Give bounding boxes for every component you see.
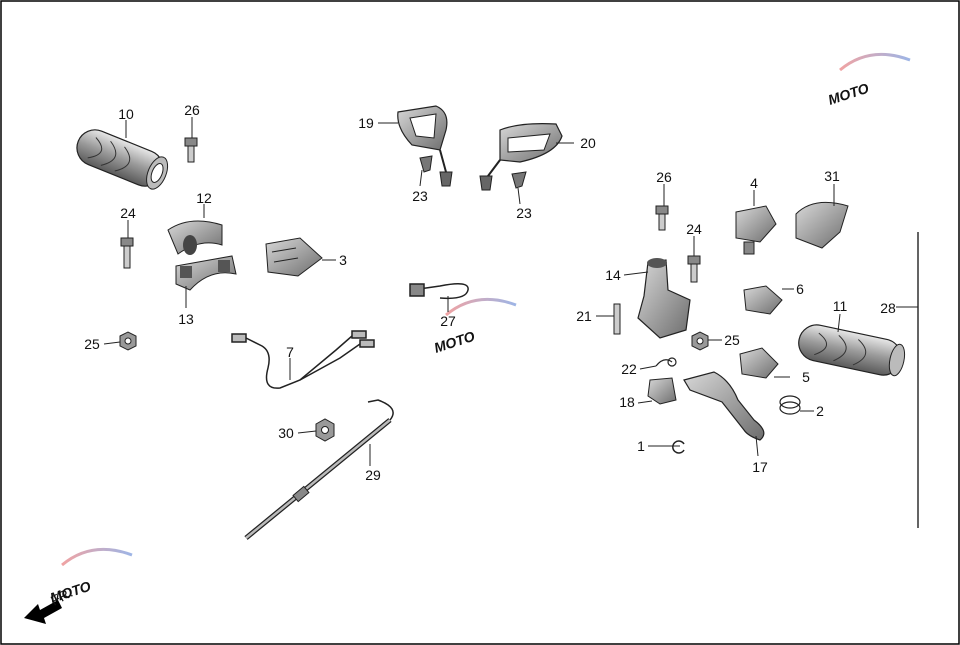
part-bracket-18	[647, 377, 677, 405]
callout-6: 6	[796, 281, 804, 297]
callout-11: 11	[833, 298, 848, 314]
part-bolt-26-left	[184, 137, 198, 163]
callout-25-right: 25	[724, 332, 740, 348]
callout-25-left: 25	[84, 336, 100, 352]
part-clamp-upper	[167, 220, 223, 255]
part-mirror-right	[479, 123, 563, 191]
callout-24-left: 24	[120, 205, 136, 221]
part-nut-25-left	[119, 331, 137, 351]
part-switch-4	[735, 205, 777, 255]
callout-26-right: 26	[656, 169, 672, 185]
part-screw-23-left	[419, 155, 433, 173]
callout-28: 28	[880, 300, 896, 316]
callout-31: 31	[824, 168, 840, 184]
part-bolt-24-left	[120, 237, 134, 269]
callout-21: 21	[576, 308, 592, 324]
part-wire-harness-7	[231, 330, 375, 389]
callout-20: 20	[580, 135, 596, 151]
part-screw-23-right	[511, 171, 527, 189]
callout-26-left: 26	[184, 102, 200, 118]
part-bolt-26-right	[655, 205, 669, 231]
callout-7: 7	[286, 344, 294, 360]
part-master-cylinder-14	[637, 258, 691, 339]
callout-10: 10	[118, 106, 134, 122]
callout-3: 3	[339, 252, 347, 268]
callout-27: 27	[440, 313, 456, 329]
callout-23-left: 23	[412, 188, 428, 204]
part-spring-2	[779, 395, 801, 415]
part-pin-21	[613, 303, 621, 335]
callout-1: 1	[637, 438, 645, 454]
callout-24-right: 24	[686, 221, 702, 237]
part-right-grip	[798, 324, 906, 377]
part-nut-25-right	[691, 331, 709, 351]
part-left-grip	[76, 129, 169, 190]
part-strap-27	[409, 283, 469, 300]
part-cable-29	[244, 399, 394, 540]
callout-17: 17	[752, 459, 768, 475]
part-switch-5	[739, 347, 779, 379]
callout-labels: 10 26 24 12 13 3 25 7 19 23 20 23 27 30 …	[84, 102, 896, 483]
front-direction-arrow: FR.	[24, 584, 75, 624]
part-mirror-left	[397, 105, 453, 187]
part-brake-lever-17	[683, 371, 765, 441]
callout-2: 2	[816, 403, 824, 419]
callout-29: 29	[365, 467, 381, 483]
callout-12: 12	[196, 190, 212, 206]
callout-14: 14	[605, 267, 621, 283]
part-spring-22	[655, 357, 677, 367]
callout-23-right: 23	[516, 205, 532, 221]
callout-30: 30	[278, 425, 294, 441]
callout-5: 5	[802, 369, 810, 385]
callout-22: 22	[621, 361, 637, 377]
callout-13: 13	[178, 311, 194, 327]
callout-4: 4	[750, 175, 758, 191]
part-nut-30	[315, 418, 335, 442]
part-switch-6	[743, 285, 783, 315]
part-clip-1	[672, 440, 685, 454]
leader-lines	[103, 117, 918, 466]
part-cover-31	[795, 201, 849, 249]
callout-18: 18	[619, 394, 635, 410]
callout-19: 19	[358, 115, 374, 131]
part-clamp-lower	[175, 255, 237, 291]
part-switch-3	[265, 237, 323, 277]
